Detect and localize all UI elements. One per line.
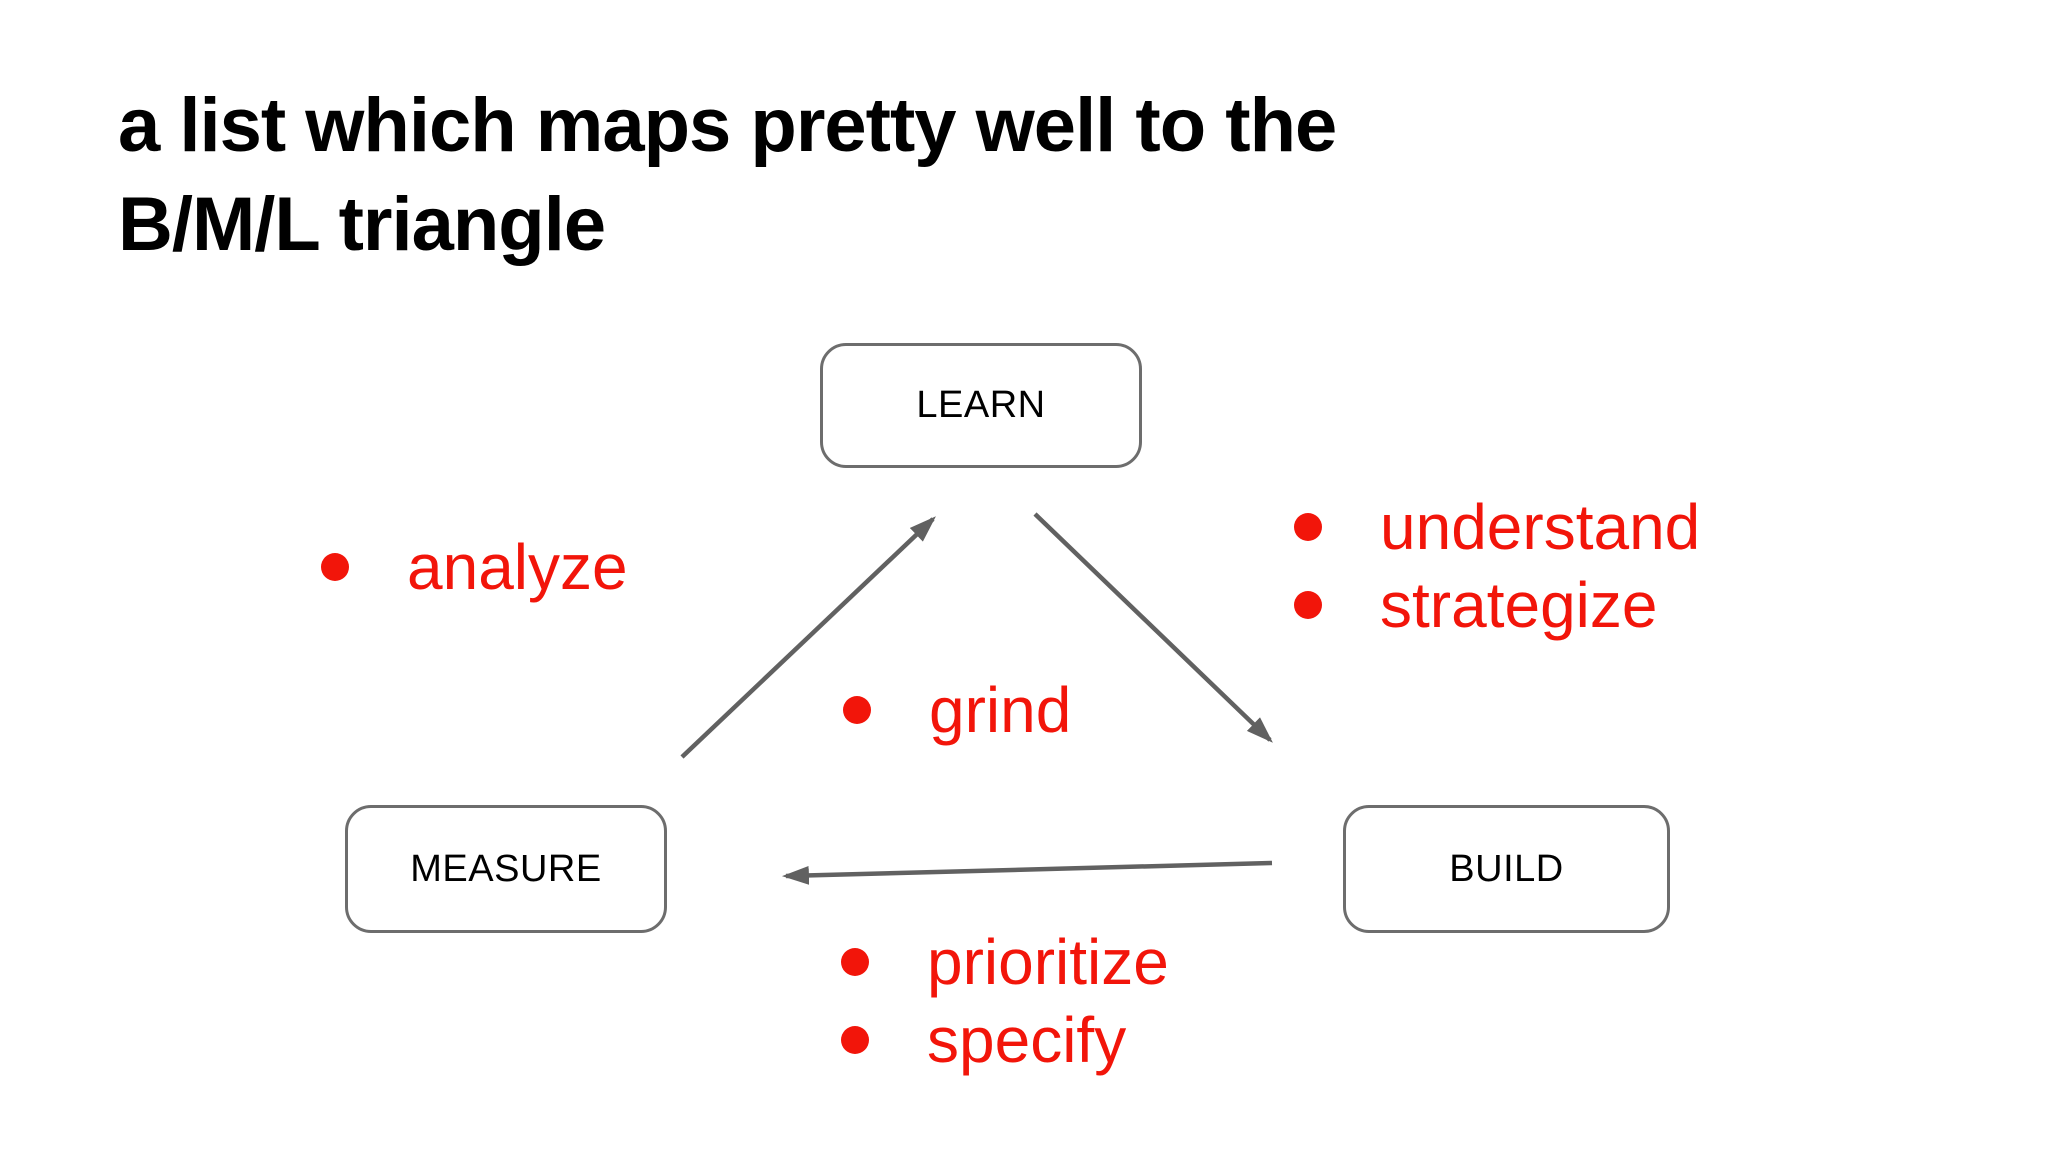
list-item: prioritize xyxy=(841,923,1169,1001)
bullet-list-measure-to-learn: analyze xyxy=(321,528,628,606)
node-measure: MEASURE xyxy=(345,805,667,933)
bullet-list-learn-to-build: understand strategize xyxy=(1294,488,1700,644)
arrow-measure-to-learn-icon xyxy=(680,516,936,759)
bullet-label-specify: specify xyxy=(927,1004,1127,1076)
arrow-learn-to-build-icon xyxy=(1033,512,1273,743)
bullet-label-analyze: analyze xyxy=(407,531,628,603)
bullet-icon xyxy=(321,553,349,581)
bullet-label-understand: understand xyxy=(1380,491,1701,563)
list-item: specify xyxy=(841,1001,1169,1079)
arrow-build-to-measure-icon xyxy=(781,860,1273,885)
bullet-label-grind: grind xyxy=(929,674,1072,746)
list-item: grind xyxy=(843,671,1071,749)
list-item: analyze xyxy=(321,528,628,606)
title-line-2: B/M/L triangle xyxy=(118,182,606,267)
bullet-list-center: grind xyxy=(843,671,1071,749)
node-build-label: BUILD xyxy=(1449,847,1564,890)
bullet-icon xyxy=(1294,513,1322,541)
bullet-icon xyxy=(841,1026,869,1054)
bullet-label-strategize: strategize xyxy=(1380,569,1658,641)
node-learn-label: LEARN xyxy=(916,384,1046,426)
bullet-icon xyxy=(841,948,869,976)
node-learn: LEARN xyxy=(820,343,1142,468)
bullet-icon xyxy=(1294,591,1322,619)
list-item: understand xyxy=(1294,488,1700,566)
bullet-list-build-to-measure: prioritize specify xyxy=(841,923,1169,1079)
list-item: strategize xyxy=(1294,566,1700,644)
node-build: BUILD xyxy=(1343,805,1670,933)
bullet-label-prioritize: prioritize xyxy=(927,926,1169,998)
title-line-1: a list which maps pretty well to the xyxy=(118,83,1337,168)
slide-title: a list which maps pretty well to the B/M… xyxy=(118,76,1337,274)
node-measure-label: MEASURE xyxy=(410,847,602,890)
bullet-icon xyxy=(843,696,871,724)
